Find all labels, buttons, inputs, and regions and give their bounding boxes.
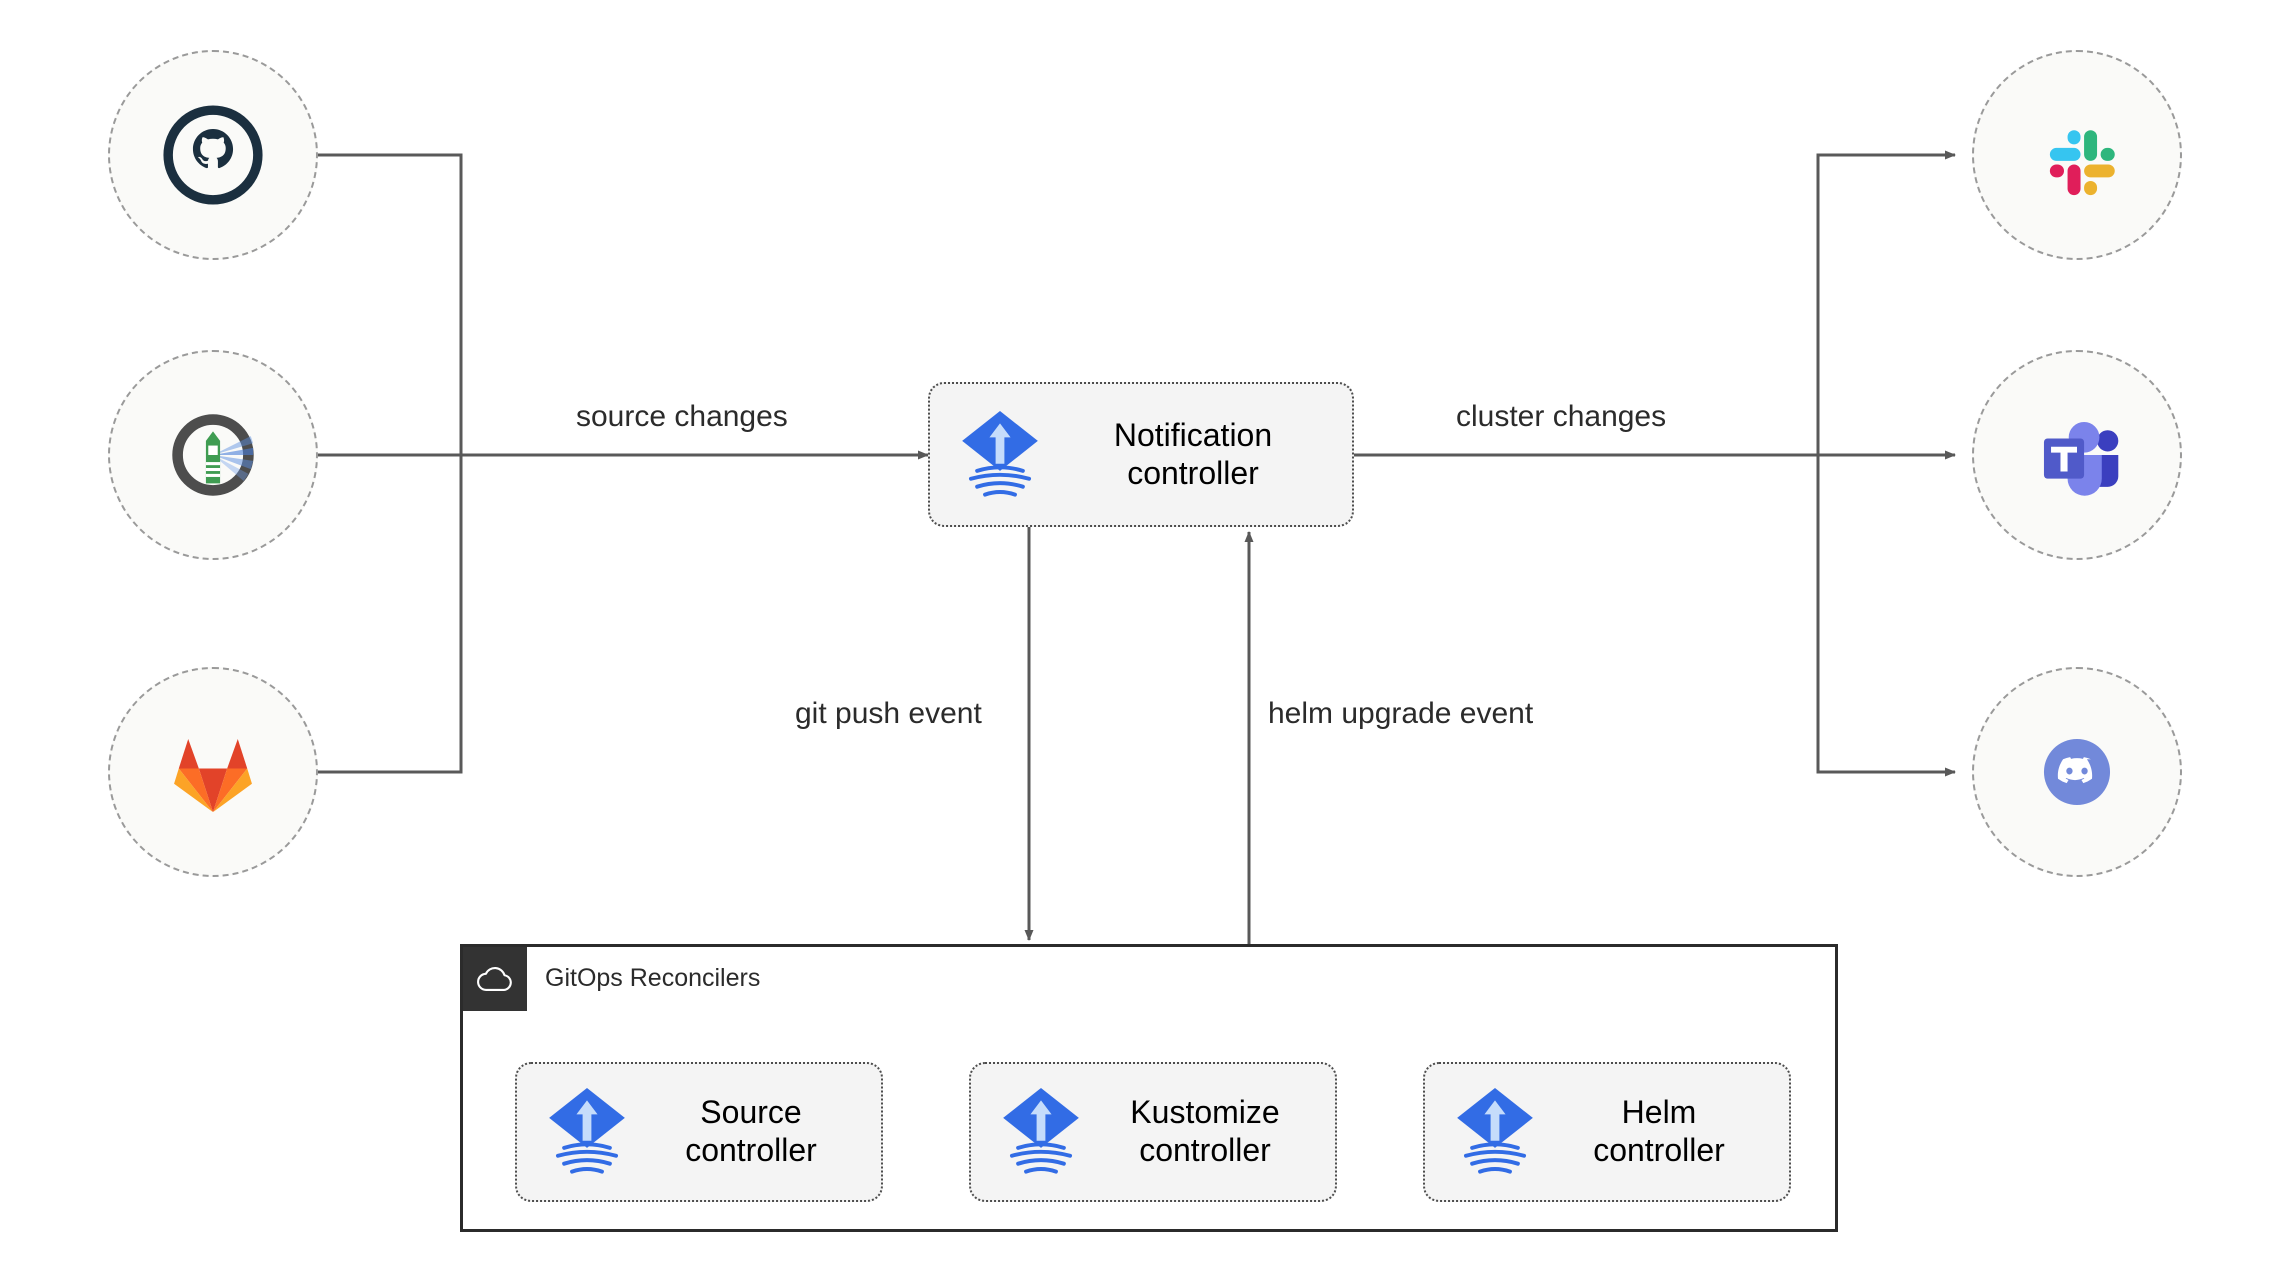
- kustomize-controller-label: Kustomize controller: [1130, 1094, 1280, 1168]
- teams-icon: [2043, 421, 2119, 496]
- cloud-icon: [463, 947, 527, 1011]
- helm-icon: [172, 414, 254, 496]
- github-icon: [163, 105, 263, 205]
- gitops-reconcilers-container: GitOps Reconcilers Source controller: [460, 944, 1838, 1232]
- kustomize-controller-box[interactable]: Kustomize controller: [969, 1062, 1337, 1202]
- helm-controller-box[interactable]: Helm controller: [1423, 1062, 1791, 1202]
- source-controller-label: Source controller: [685, 1094, 817, 1168]
- flux-icon: [962, 410, 1038, 497]
- provider-node-slack[interactable]: [1972, 50, 2182, 260]
- edge-label-cluster-changes: cluster changes: [1456, 400, 1667, 433]
- cloud-glyph: [477, 966, 512, 991]
- source-node-helm[interactable]: [108, 350, 318, 560]
- helm-controller-label: Helm controller: [1593, 1094, 1725, 1168]
- source-node-gitlab[interactable]: [108, 667, 318, 877]
- edge-trunk-to-discord: [1816, 455, 1956, 777]
- notification-controller-label: Notification controller: [1113, 416, 1273, 491]
- source-node-github[interactable]: [108, 50, 318, 260]
- edge-label-git-push-event: git push event: [795, 697, 982, 730]
- provider-node-discord[interactable]: [1972, 667, 2182, 877]
- flux-icon: [1457, 1088, 1533, 1174]
- source-controller-box[interactable]: Source controller: [515, 1062, 883, 1202]
- edge-label-helm-upgrade-event: helm upgrade event: [1268, 697, 1534, 730]
- gitops-header: GitOps Reconcilers: [463, 947, 760, 1011]
- flux-icon: [549, 1088, 625, 1174]
- discord-icon: [2043, 738, 2111, 806]
- edge-github-to-trunk: [318, 153, 463, 455]
- edge-label-source-changes: source changes: [576, 400, 788, 433]
- gitlab-icon: [174, 738, 252, 813]
- edge-trunk-to-slack: [1816, 150, 1956, 455]
- gitops-title-label: GitOps Reconcilers: [545, 964, 761, 992]
- edge-gitlab-to-trunk: [318, 455, 463, 774]
- provider-node-teams[interactable]: [1972, 350, 2182, 560]
- flux-icon: [1003, 1088, 1079, 1174]
- slack-icon: [2049, 130, 2115, 196]
- notification-controller-box[interactable]: Notification controller: [928, 382, 1354, 527]
